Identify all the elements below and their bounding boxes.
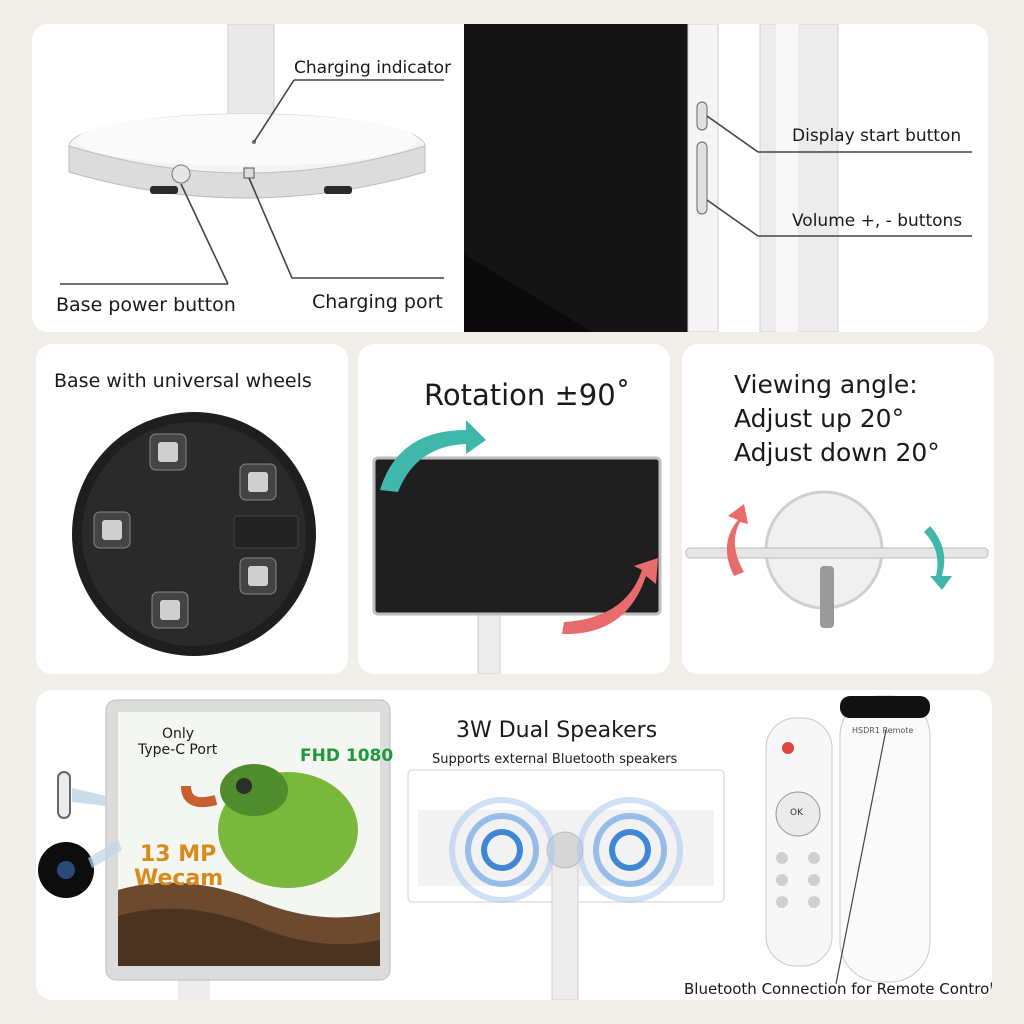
volume-buttons-label: Volume +, - buttons	[792, 211, 963, 231]
base-illustration	[60, 24, 972, 332]
rotation-illustration	[372, 420, 662, 674]
viewing-angle-line2: Adjust up 20°	[734, 404, 905, 433]
panel-rotation: Rotation ±90˚	[358, 344, 670, 674]
panel-features: Only Type-C Port FHD 1080 13 MP Wecam 3W…	[36, 690, 992, 1000]
rotation-title: Rotation ±90˚	[424, 378, 631, 412]
remote-control-icon	[765, 717, 833, 967]
camera-label-line2: Wecam	[134, 866, 224, 891]
speaker-waves-icon	[449, 797, 683, 903]
camera-label-line1: 13 MP	[140, 842, 217, 867]
panel-viewing-angle: Viewing angle: Adjust up 20° Adjust down…	[682, 344, 994, 674]
display-start-button-icon	[696, 101, 708, 131]
remote-brand-label: HSDR1 Remote	[852, 726, 914, 735]
base-power-button-icon	[171, 164, 191, 184]
display-start-button-label: Display start button	[792, 126, 962, 146]
panel-wheels: Base with universal wheels	[36, 344, 348, 674]
base-underside-illustration	[72, 412, 316, 656]
wheels-title: Base with universal wheels	[54, 370, 312, 392]
remote-back-icon	[839, 695, 931, 983]
rotate-arrow-teal	[380, 420, 486, 492]
fhd-label: FHD 1080	[300, 746, 394, 766]
tilt-arrow-coral	[726, 504, 748, 576]
rotate-arrow-coral	[562, 558, 658, 635]
tilt-illustration	[685, 490, 989, 628]
speakers-subtitle: Supports external Bluetooth speakers	[432, 752, 678, 767]
only-label: Only	[162, 726, 195, 742]
type-c-port-label: Type-C Port	[138, 742, 218, 758]
type-c-port-icon	[57, 771, 71, 819]
features-illustration	[38, 695, 931, 1000]
remote-ok-label: OK	[790, 808, 803, 818]
charging-port-icon	[243, 167, 255, 179]
charging-port-label: Charging port	[312, 291, 443, 313]
volume-buttons-icon	[696, 141, 708, 215]
charging-indicator-label: Charging indicator	[294, 58, 452, 78]
remote-caption: Bluetooth Connection for Remote Control	[684, 980, 992, 998]
speakers-title: 3W Dual Speakers	[456, 718, 658, 743]
tilt-arrow-teal	[924, 526, 952, 590]
panel-base-buttons: Charging indicator Base power button Cha…	[32, 24, 988, 332]
viewing-angle-line1: Viewing angle:	[734, 370, 918, 399]
base-power-button-label: Base power button	[56, 294, 236, 316]
viewing-angle-line3: Adjust down 20°	[734, 438, 940, 467]
